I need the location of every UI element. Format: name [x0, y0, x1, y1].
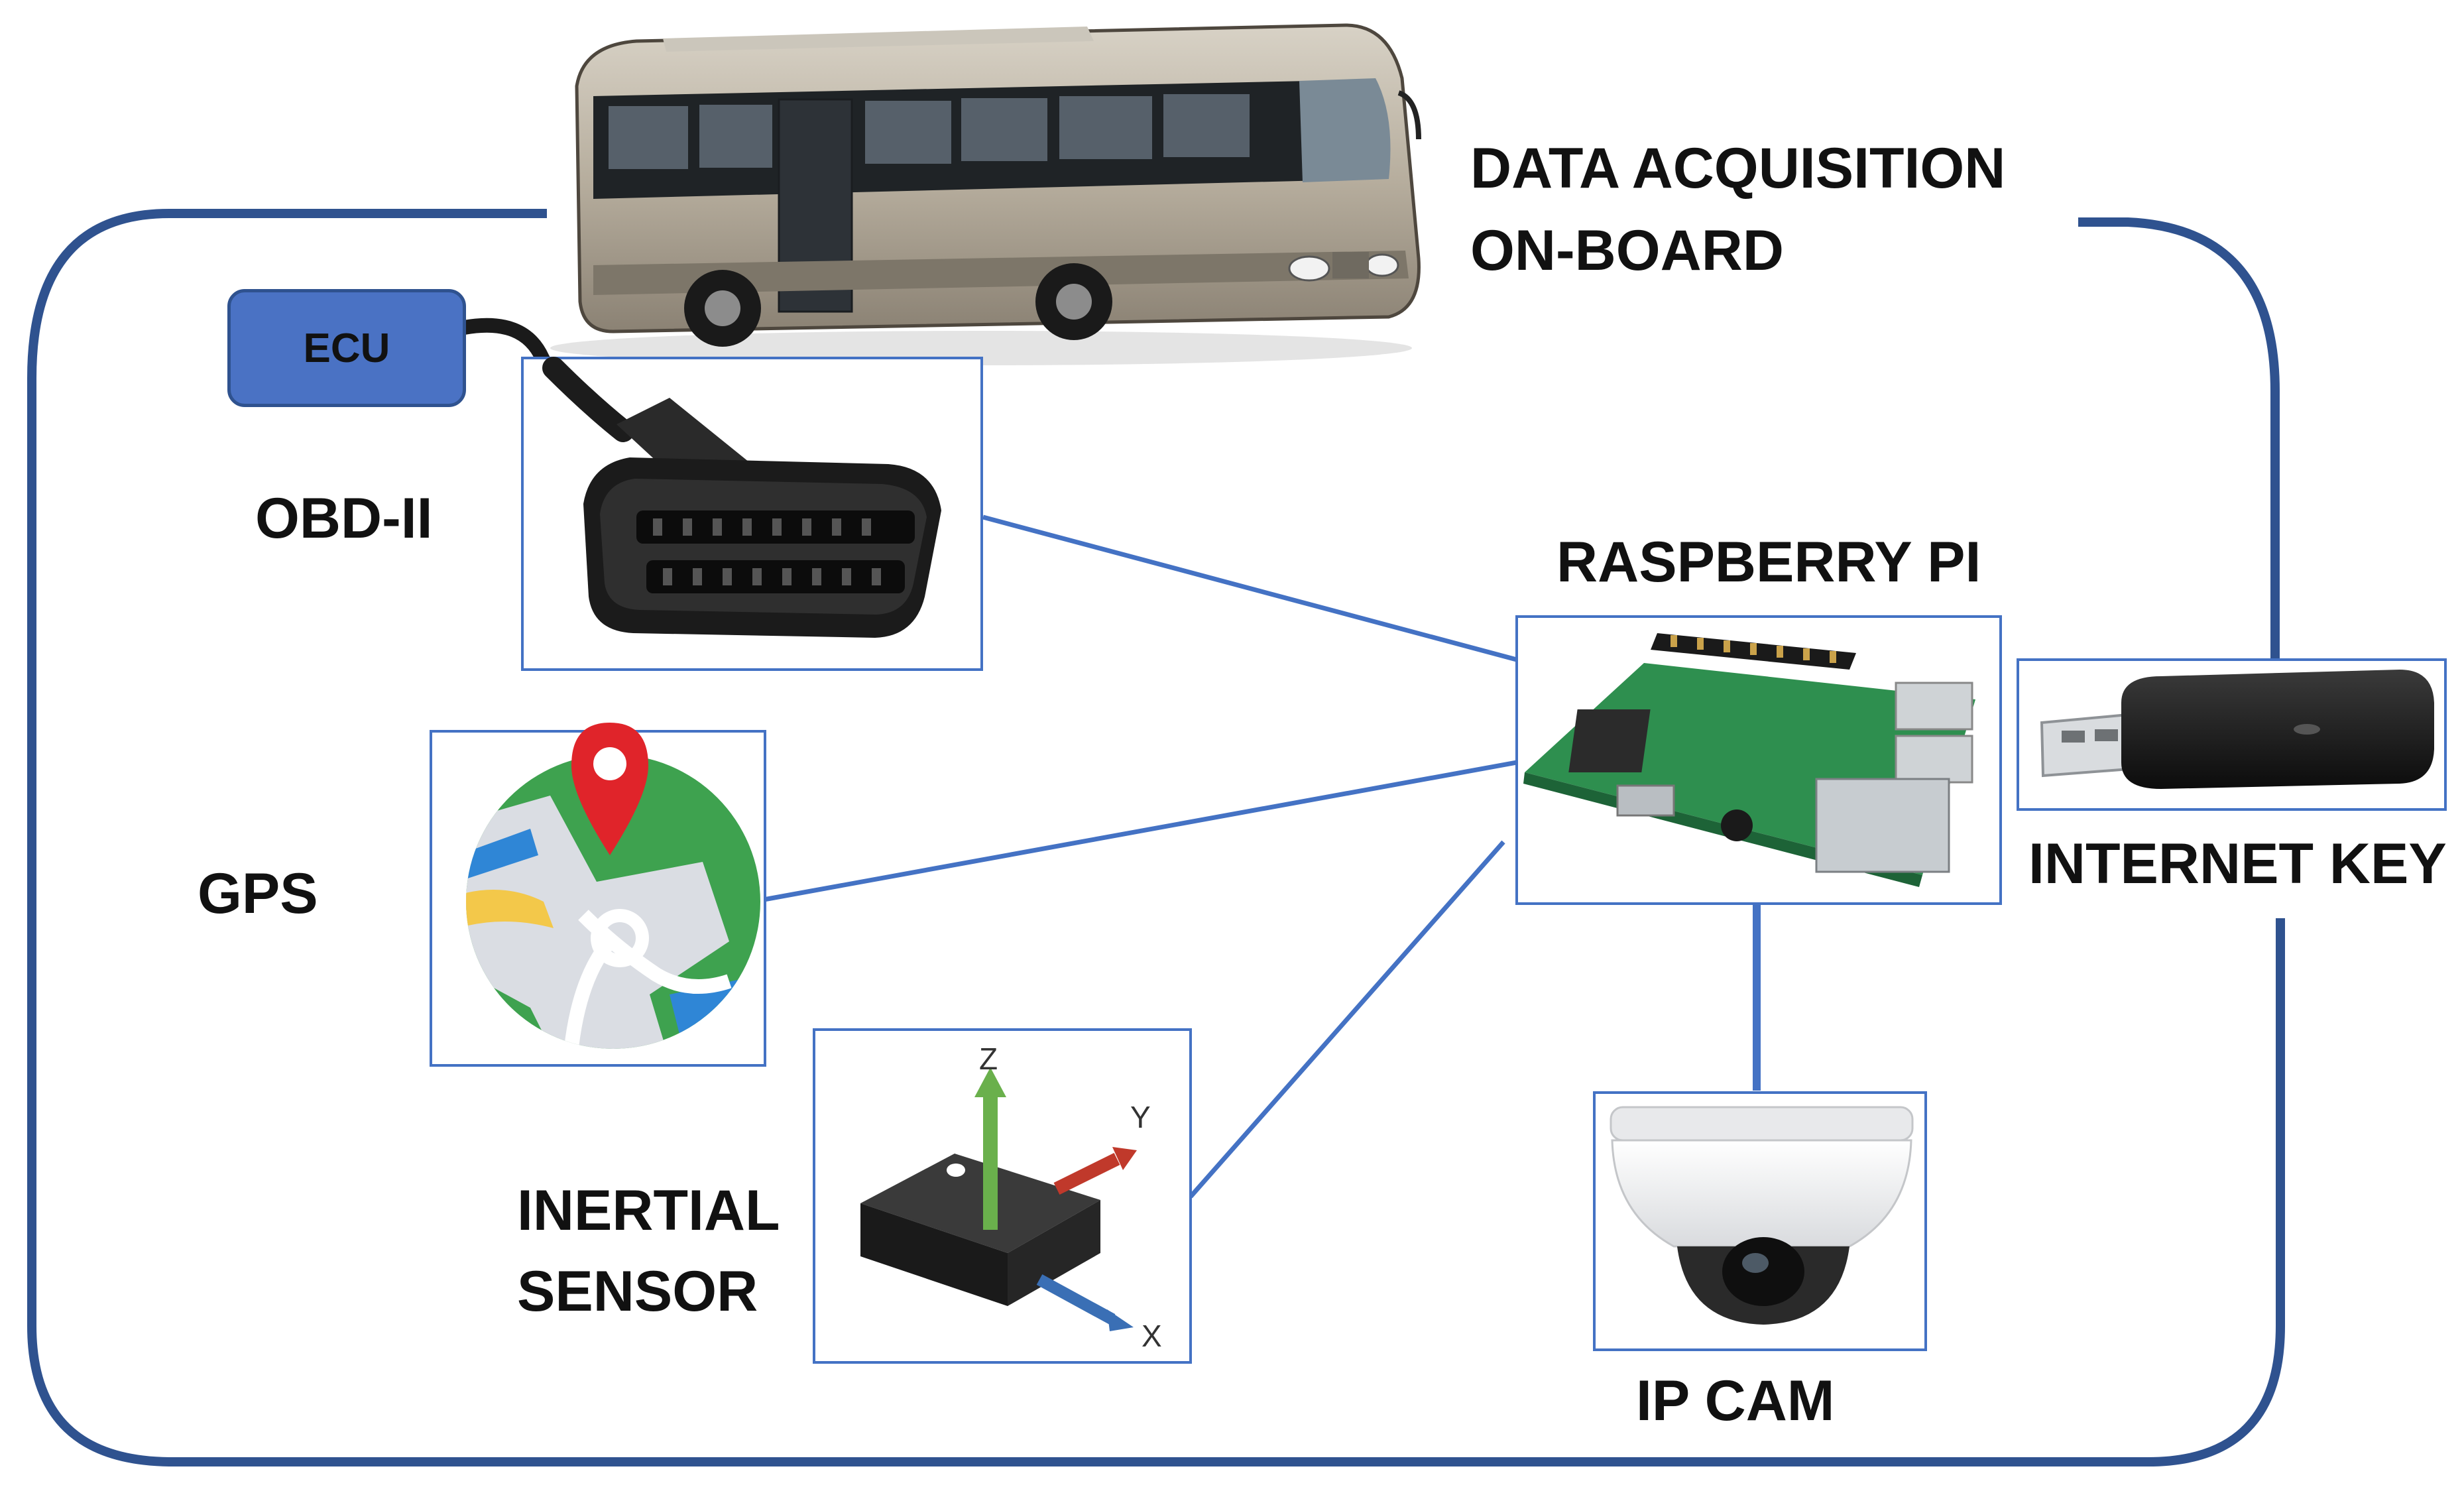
obd-label: OBD-II — [255, 487, 433, 550]
gps-map-icon — [466, 723, 760, 1049]
inertial-sensor-icon — [860, 1067, 1137, 1331]
inertial-label-line-2: SENSOR — [517, 1260, 758, 1323]
raspberry-label: RASPBERRY PI — [1556, 530, 1981, 594]
connector-sensor-pi — [1189, 840, 1505, 1199]
ip-cam-label: IP CAM — [1636, 1369, 1835, 1433]
axis-y-label: Y — [1130, 1100, 1151, 1134]
axis-z-label: Z — [979, 1042, 998, 1076]
connector-obd-pi — [982, 514, 1517, 662]
connector-gps-pi — [763, 760, 1517, 902]
obd-connector-photo — [542, 357, 941, 638]
frame-outline-right — [2078, 217, 2280, 660]
title-line-1: DATA ACQUISITION — [1470, 137, 2006, 200]
internet-key-label: INTERNET KEY — [2028, 832, 2447, 896]
bus-photo — [550, 23, 1421, 365]
dome-camera-photo — [1610, 1106, 1914, 1325]
usb-modem-photo — [2040, 670, 2434, 789]
axis-x-label: X — [1142, 1319, 1162, 1353]
title-line-2: ON-BOARD — [1470, 219, 1784, 282]
inertial-label-line-1: INERTIAL — [517, 1179, 780, 1242]
frame-outline — [27, 209, 2285, 1466]
ecu-block: ECU — [227, 289, 466, 407]
gps-label: GPS — [198, 862, 318, 926]
raspberry-pi-photo — [1523, 633, 1975, 887]
ecu-label: ECU — [303, 325, 390, 371]
